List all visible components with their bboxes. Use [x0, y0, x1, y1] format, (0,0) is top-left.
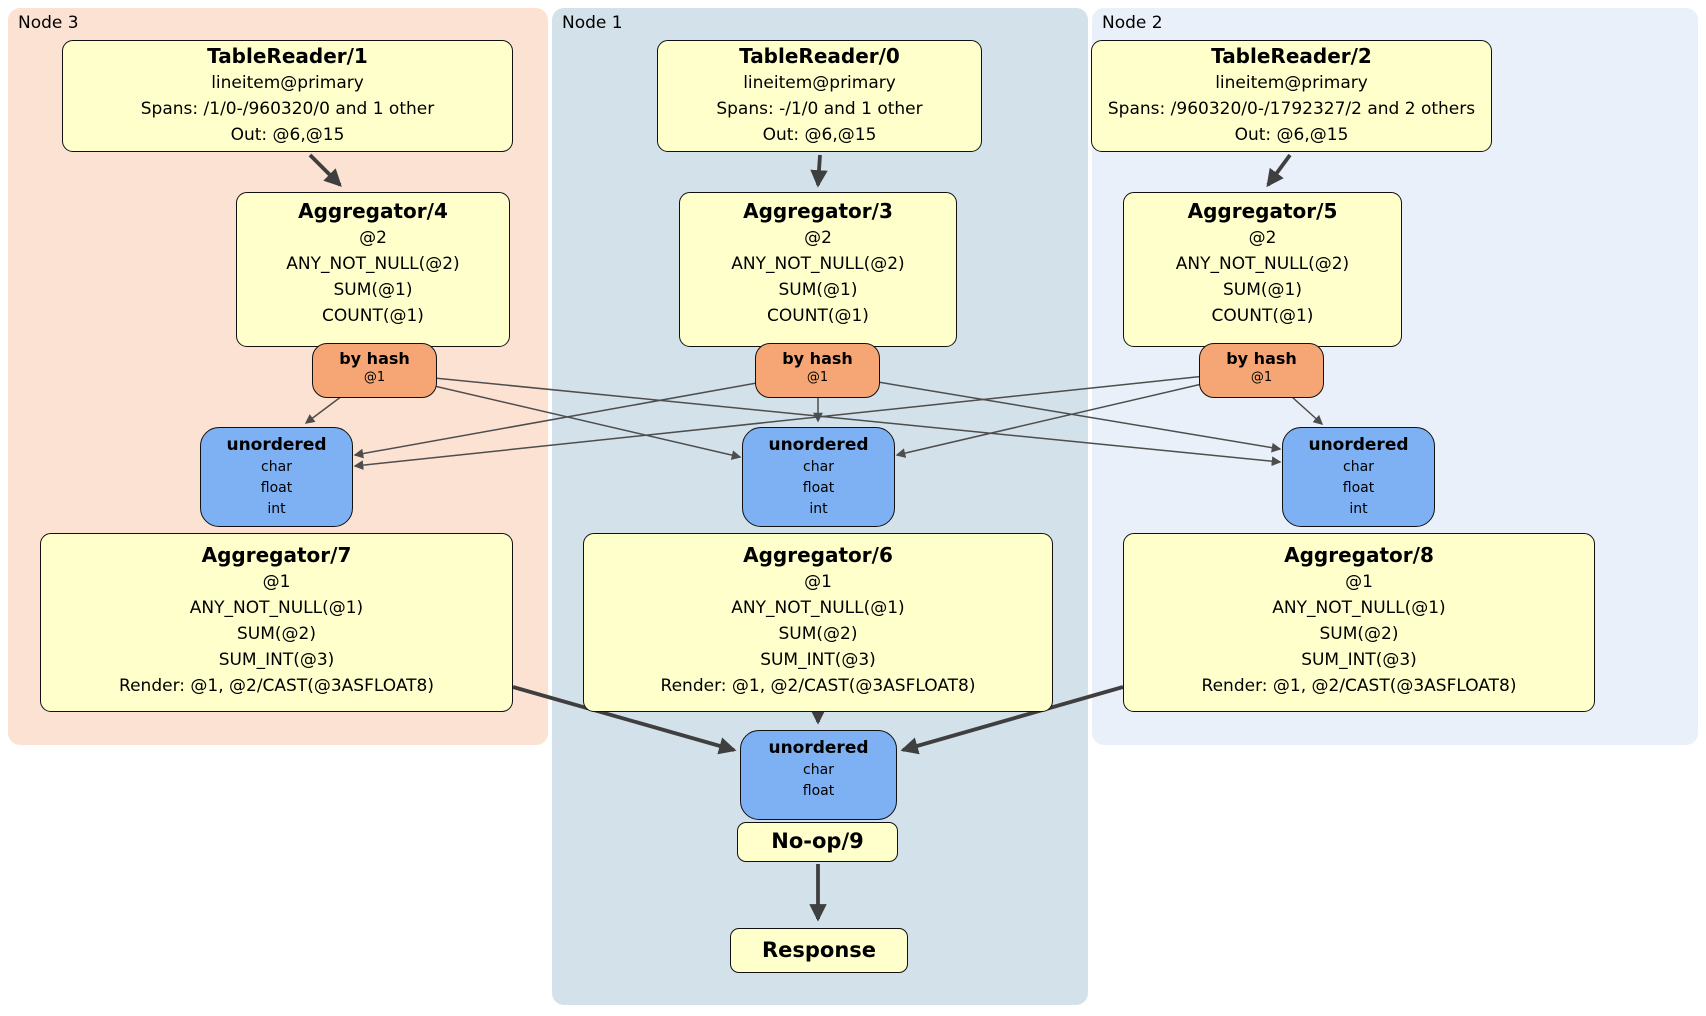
aggregator-4-line: @2 — [359, 228, 387, 248]
aggregator-7-line: @1 — [262, 572, 291, 592]
router-detail: @1 — [806, 370, 829, 385]
aggregator-3-box: Aggregator/3 @2 ANY_NOT_NULL(@2) SUM(@1)… — [679, 192, 957, 347]
aggregator-5-line: SUM(@1) — [1223, 280, 1302, 300]
noop-title: No-op/9 — [771, 829, 864, 853]
aggregator-5-line: COUNT(@1) — [1211, 306, 1314, 326]
response-title: Response — [761, 938, 877, 962]
aggregator-7-line: SUM(@2) — [237, 624, 316, 644]
sync-line: char — [261, 459, 292, 475]
aggregator-8-box: Aggregator/8 @1 ANY_NOT_NULL(@1) SUM(@2)… — [1123, 533, 1595, 712]
aggregator-6-line: @1 — [804, 572, 832, 592]
sync-title: unordered — [1308, 435, 1409, 455]
aggregator-5-line: @2 — [1248, 228, 1277, 248]
tablereader-1-title: TableReader/1 — [207, 44, 368, 68]
tablereader-0-spans: Spans: -/1/0 and 1 other — [716, 99, 923, 119]
sync-line: float — [802, 480, 835, 496]
aggregator-3-line: COUNT(@1) — [767, 306, 869, 326]
sync-title: unordered — [226, 435, 327, 455]
aggregator-4-line: COUNT(@1) — [322, 306, 424, 326]
tablereader-0-index: lineitem@primary — [743, 73, 896, 93]
sync-title: unordered — [768, 738, 869, 758]
aggregator-6-line: SUM(@2) — [778, 624, 858, 644]
sync-line: char — [1343, 459, 1374, 475]
aggregator-8-line: ANY_NOT_NULL(@1) — [1272, 598, 1446, 618]
response-box: Response — [730, 928, 908, 973]
sync-line: int — [267, 501, 286, 517]
node3-label: Node 3 — [18, 13, 79, 33]
noop-box: No-op/9 — [737, 822, 898, 862]
router-detail: @1 — [363, 370, 386, 385]
unordered-sync-node3: unordered char float int — [200, 427, 353, 527]
tablereader-2-out: Out: @6,@15 — [1234, 125, 1349, 145]
aggregator-5-title: Aggregator/5 — [1187, 199, 1338, 223]
by-hash-router-node3: by hash @1 — [312, 343, 437, 398]
unordered-sync-node1: unordered char float int — [742, 427, 895, 527]
sync-line: char — [803, 459, 834, 475]
aggregator-7-line: ANY_NOT_NULL(@1) — [189, 598, 364, 618]
aggregator-7-line: Render: @1, @2/CAST(@3ASFLOAT8) — [119, 676, 434, 696]
aggregator-5-box: Aggregator/5 @2 ANY_NOT_NULL(@2) SUM(@1)… — [1123, 192, 1402, 347]
aggregator-6-line: Render: @1, @2/CAST(@3ASFLOAT8) — [660, 676, 976, 696]
flow-edges — [308, 153, 1292, 922]
unordered-sync-final: unordered char float — [740, 730, 897, 820]
aggregator-8-line: Render: @1, @2/CAST(@3ASFLOAT8) — [1201, 676, 1517, 696]
node2-label: Node 2 — [1102, 13, 1163, 33]
tablereader-0-title: TableReader/0 — [739, 44, 900, 68]
sync-line: char — [803, 762, 834, 778]
aggregator-3-line: SUM(@1) — [778, 280, 858, 300]
tablereader-0-box: TableReader/0 lineitem@primary Spans: -/… — [657, 40, 982, 152]
unordered-sync-node2: unordered char float int — [1282, 427, 1435, 527]
tablereader-2-spans: Spans: /960320/0-/1792327/2 and 2 others — [1107, 99, 1476, 119]
aggregator-7-box: Aggregator/7 @1 ANY_NOT_NULL(@1) SUM(@2)… — [40, 533, 513, 712]
aggregator-5-line: ANY_NOT_NULL(@2) — [1175, 254, 1350, 274]
aggregator-8-title: Aggregator/8 — [1284, 543, 1434, 567]
tablereader-2-index: lineitem@primary — [1215, 73, 1368, 93]
sync-line: float — [802, 783, 835, 799]
aggregator-6-title: Aggregator/6 — [743, 543, 893, 567]
tablereader-1-index: lineitem@primary — [211, 73, 364, 93]
aggregator-4-box: Aggregator/4 @2 ANY_NOT_NULL(@2) SUM(@1)… — [236, 192, 510, 347]
aggregator-7-title: Aggregator/7 — [201, 543, 352, 567]
aggregator-7-line: SUM_INT(@3) — [218, 650, 335, 670]
router-title: by hash — [782, 349, 853, 368]
tablereader-1-out: Out: @6,@15 — [230, 125, 345, 145]
tablereader-1-spans: Spans: /1/0-/960320/0 and 1 other — [140, 99, 435, 119]
aggregator-6-line: SUM_INT(@3) — [760, 650, 876, 670]
tablereader-2-title: TableReader/2 — [1211, 44, 1372, 68]
aggregator-8-line: SUM_INT(@3) — [1301, 650, 1417, 670]
aggregator-4-line: ANY_NOT_NULL(@2) — [286, 254, 460, 274]
by-hash-router-node2: by hash @1 — [1199, 343, 1324, 398]
sync-line: float — [260, 480, 293, 496]
sync-title: unordered — [768, 435, 869, 455]
sync-line: int — [809, 501, 828, 517]
router-title: by hash — [1226, 349, 1297, 368]
router-detail: @1 — [1250, 370, 1273, 385]
aggregator-3-title: Aggregator/3 — [743, 199, 893, 223]
sync-line: float — [1342, 480, 1375, 496]
node1-label: Node 1 — [562, 13, 623, 33]
tablereader-1-box: TableReader/1 lineitem@primary Spans: /1… — [62, 40, 513, 152]
aggregator-8-line: SUM(@2) — [1319, 624, 1399, 644]
router-title: by hash — [339, 349, 410, 368]
aggregator-3-line: ANY_NOT_NULL(@2) — [731, 254, 905, 274]
aggregator-6-box: Aggregator/6 @1 ANY_NOT_NULL(@1) SUM(@2)… — [583, 533, 1053, 712]
aggregator-6-line: ANY_NOT_NULL(@1) — [731, 598, 905, 618]
by-hash-router-node1: by hash @1 — [755, 343, 880, 398]
tablereader-2-box: TableReader/2 lineitem@primary Spans: /9… — [1091, 40, 1492, 152]
tablereader-0-out: Out: @6,@15 — [762, 125, 877, 145]
aggregator-8-line: @1 — [1345, 572, 1373, 592]
sync-line: int — [1349, 501, 1368, 517]
aggregator-4-line: SUM(@1) — [333, 280, 413, 300]
aggregator-3-line: @2 — [804, 228, 832, 248]
aggregator-4-title: Aggregator/4 — [298, 199, 448, 223]
